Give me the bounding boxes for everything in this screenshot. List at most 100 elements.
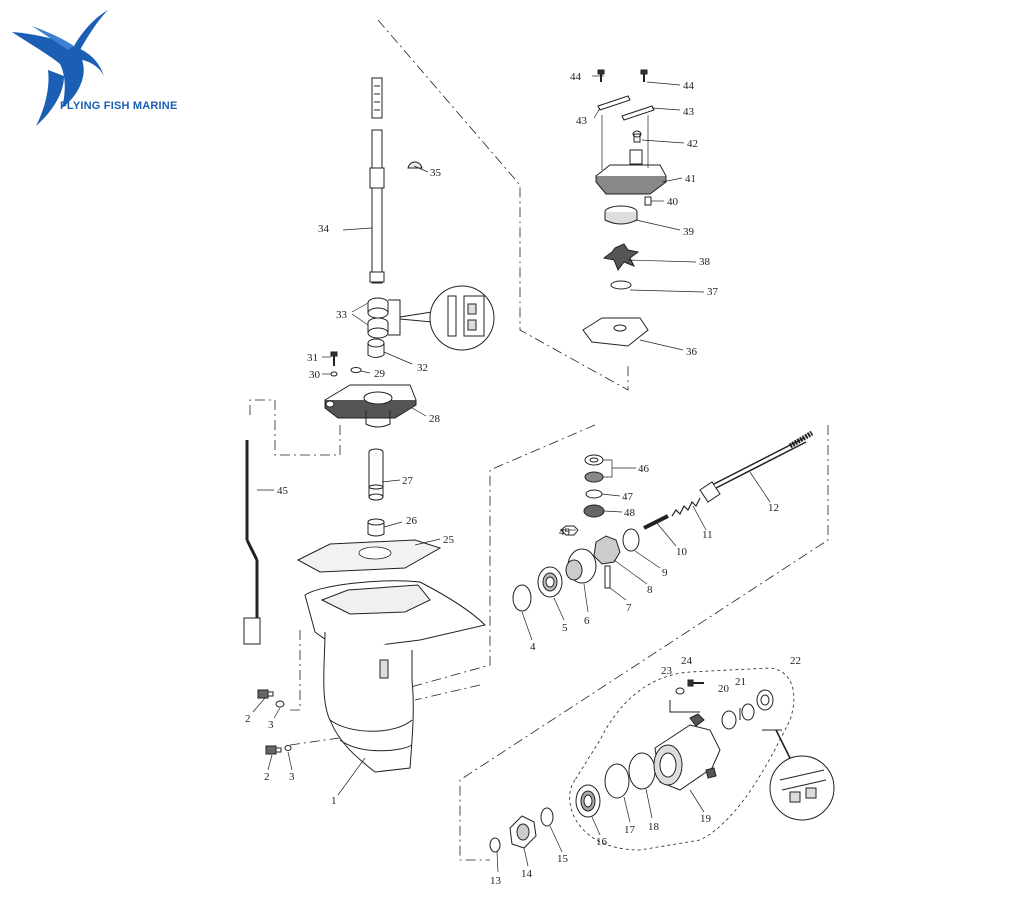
label-35: 35 bbox=[430, 167, 442, 179]
part-29-oring bbox=[350, 367, 362, 373]
part-8-clutch bbox=[593, 535, 621, 565]
part-6-gear bbox=[565, 548, 597, 584]
enclosure-16-22 bbox=[569, 667, 795, 851]
fish-fin-back bbox=[32, 26, 74, 50]
label-44-left: 44 bbox=[570, 71, 582, 83]
label-38: 38 bbox=[699, 256, 711, 268]
seal-detail-callout bbox=[769, 755, 835, 821]
water-pump-group bbox=[582, 69, 667, 347]
part-37-oring bbox=[610, 280, 632, 290]
label-40: 40 bbox=[667, 196, 679, 208]
part-31-bolt bbox=[330, 351, 338, 366]
part-7-pin bbox=[604, 565, 611, 589]
label-17: 17 bbox=[624, 824, 636, 836]
label-26: 26 bbox=[406, 515, 418, 527]
part-30-washer bbox=[330, 371, 338, 377]
bearing-detail-callout bbox=[388, 285, 495, 351]
part-24-bolt bbox=[687, 679, 704, 687]
part-44-bolt-left bbox=[597, 69, 605, 82]
label-48: 48 bbox=[624, 507, 636, 519]
part-45-shift-rod bbox=[243, 440, 261, 645]
part-28-water-tube-housing bbox=[324, 384, 417, 428]
part-42-grommet bbox=[632, 130, 642, 138]
label-8: 8 bbox=[647, 584, 653, 596]
brand-name: FLYING FISH MARINE bbox=[60, 100, 178, 112]
label-2-upper: 2 bbox=[245, 713, 251, 725]
label-14: 14 bbox=[521, 868, 533, 880]
label-33: 33 bbox=[336, 309, 348, 321]
part-3-washer-upper bbox=[275, 700, 285, 708]
label-20: 20 bbox=[718, 683, 730, 695]
part-2-screw-lower bbox=[265, 745, 282, 755]
label-24: 24 bbox=[681, 655, 693, 667]
label-3-upper: 3 bbox=[268, 719, 274, 731]
part-36-plate bbox=[582, 317, 649, 347]
label-34: 34 bbox=[318, 223, 330, 235]
driveshaft bbox=[369, 77, 385, 284]
label-3-lower: 3 bbox=[289, 771, 295, 783]
label-37: 37 bbox=[707, 286, 719, 298]
part-12-propshaft bbox=[699, 430, 814, 503]
label-42: 42 bbox=[687, 138, 698, 150]
part-13-ring bbox=[489, 837, 501, 853]
propshaft-group bbox=[512, 430, 814, 612]
label-19: 19 bbox=[700, 813, 712, 825]
label-4: 4 bbox=[530, 641, 536, 653]
label-21: 21 bbox=[735, 676, 746, 688]
bearing-carrier-group bbox=[489, 679, 835, 853]
part-43-bracket-left bbox=[597, 95, 631, 111]
label-9: 9 bbox=[662, 567, 668, 579]
dashed-guide-lines bbox=[249, 19, 829, 861]
label-39: 39 bbox=[683, 226, 695, 238]
flying-fish-logo bbox=[12, 10, 108, 126]
part-19-carrier bbox=[653, 713, 721, 791]
part-46-clutch-bottom bbox=[584, 471, 604, 483]
label-36: 36 bbox=[686, 346, 698, 358]
label-6: 6 bbox=[584, 615, 590, 627]
label-29: 29 bbox=[374, 368, 386, 380]
label-32: 32 bbox=[417, 362, 428, 374]
label-28: 28 bbox=[429, 413, 441, 425]
part-43-bracket-right bbox=[621, 105, 655, 121]
label-46: 46 bbox=[638, 463, 650, 475]
label-41: 41 bbox=[685, 173, 696, 185]
label-31: 31 bbox=[307, 352, 318, 364]
label-44-right: 44 bbox=[683, 80, 695, 92]
label-47: 47 bbox=[622, 491, 634, 503]
part-35-woodruff-key bbox=[407, 161, 423, 169]
label-27: 27 bbox=[402, 475, 414, 487]
label-1: 1 bbox=[331, 795, 337, 807]
fish-fin-lower bbox=[36, 70, 64, 126]
label-2-lower: 2 bbox=[264, 771, 270, 783]
leader-lines bbox=[252, 75, 771, 873]
fish-body bbox=[12, 32, 104, 108]
label-25: 25 bbox=[443, 534, 455, 546]
part-18-oring bbox=[628, 752, 656, 790]
label-18: 18 bbox=[648, 821, 660, 833]
label-5: 5 bbox=[562, 622, 568, 634]
part-15-ring bbox=[540, 807, 554, 827]
label-11: 11 bbox=[702, 529, 713, 541]
part-44-bolt-right bbox=[640, 69, 648, 82]
part-27-tube bbox=[368, 448, 384, 501]
part-46-clutch-top bbox=[584, 454, 604, 466]
part-48-gear bbox=[583, 504, 605, 518]
part-17-oring bbox=[604, 763, 630, 799]
part-38-impeller bbox=[602, 243, 640, 272]
part-3-washer-lower bbox=[284, 745, 292, 751]
label-45: 45 bbox=[277, 485, 289, 497]
fish-fin-top bbox=[74, 10, 108, 50]
part-20-bushing bbox=[721, 710, 737, 730]
label-43-left: 43 bbox=[576, 115, 588, 127]
label-10: 10 bbox=[676, 546, 688, 558]
part-9-ring bbox=[622, 528, 640, 552]
part-16-bearing bbox=[575, 784, 601, 818]
part-21-seal-a bbox=[741, 703, 755, 721]
part-47-washer bbox=[585, 489, 603, 499]
label-30: 30 bbox=[309, 369, 321, 381]
part-32-sleeve bbox=[367, 338, 385, 358]
part-2-screw-upper bbox=[257, 689, 274, 699]
part-33-bearings bbox=[367, 297, 389, 339]
part-40-pin bbox=[644, 196, 652, 206]
